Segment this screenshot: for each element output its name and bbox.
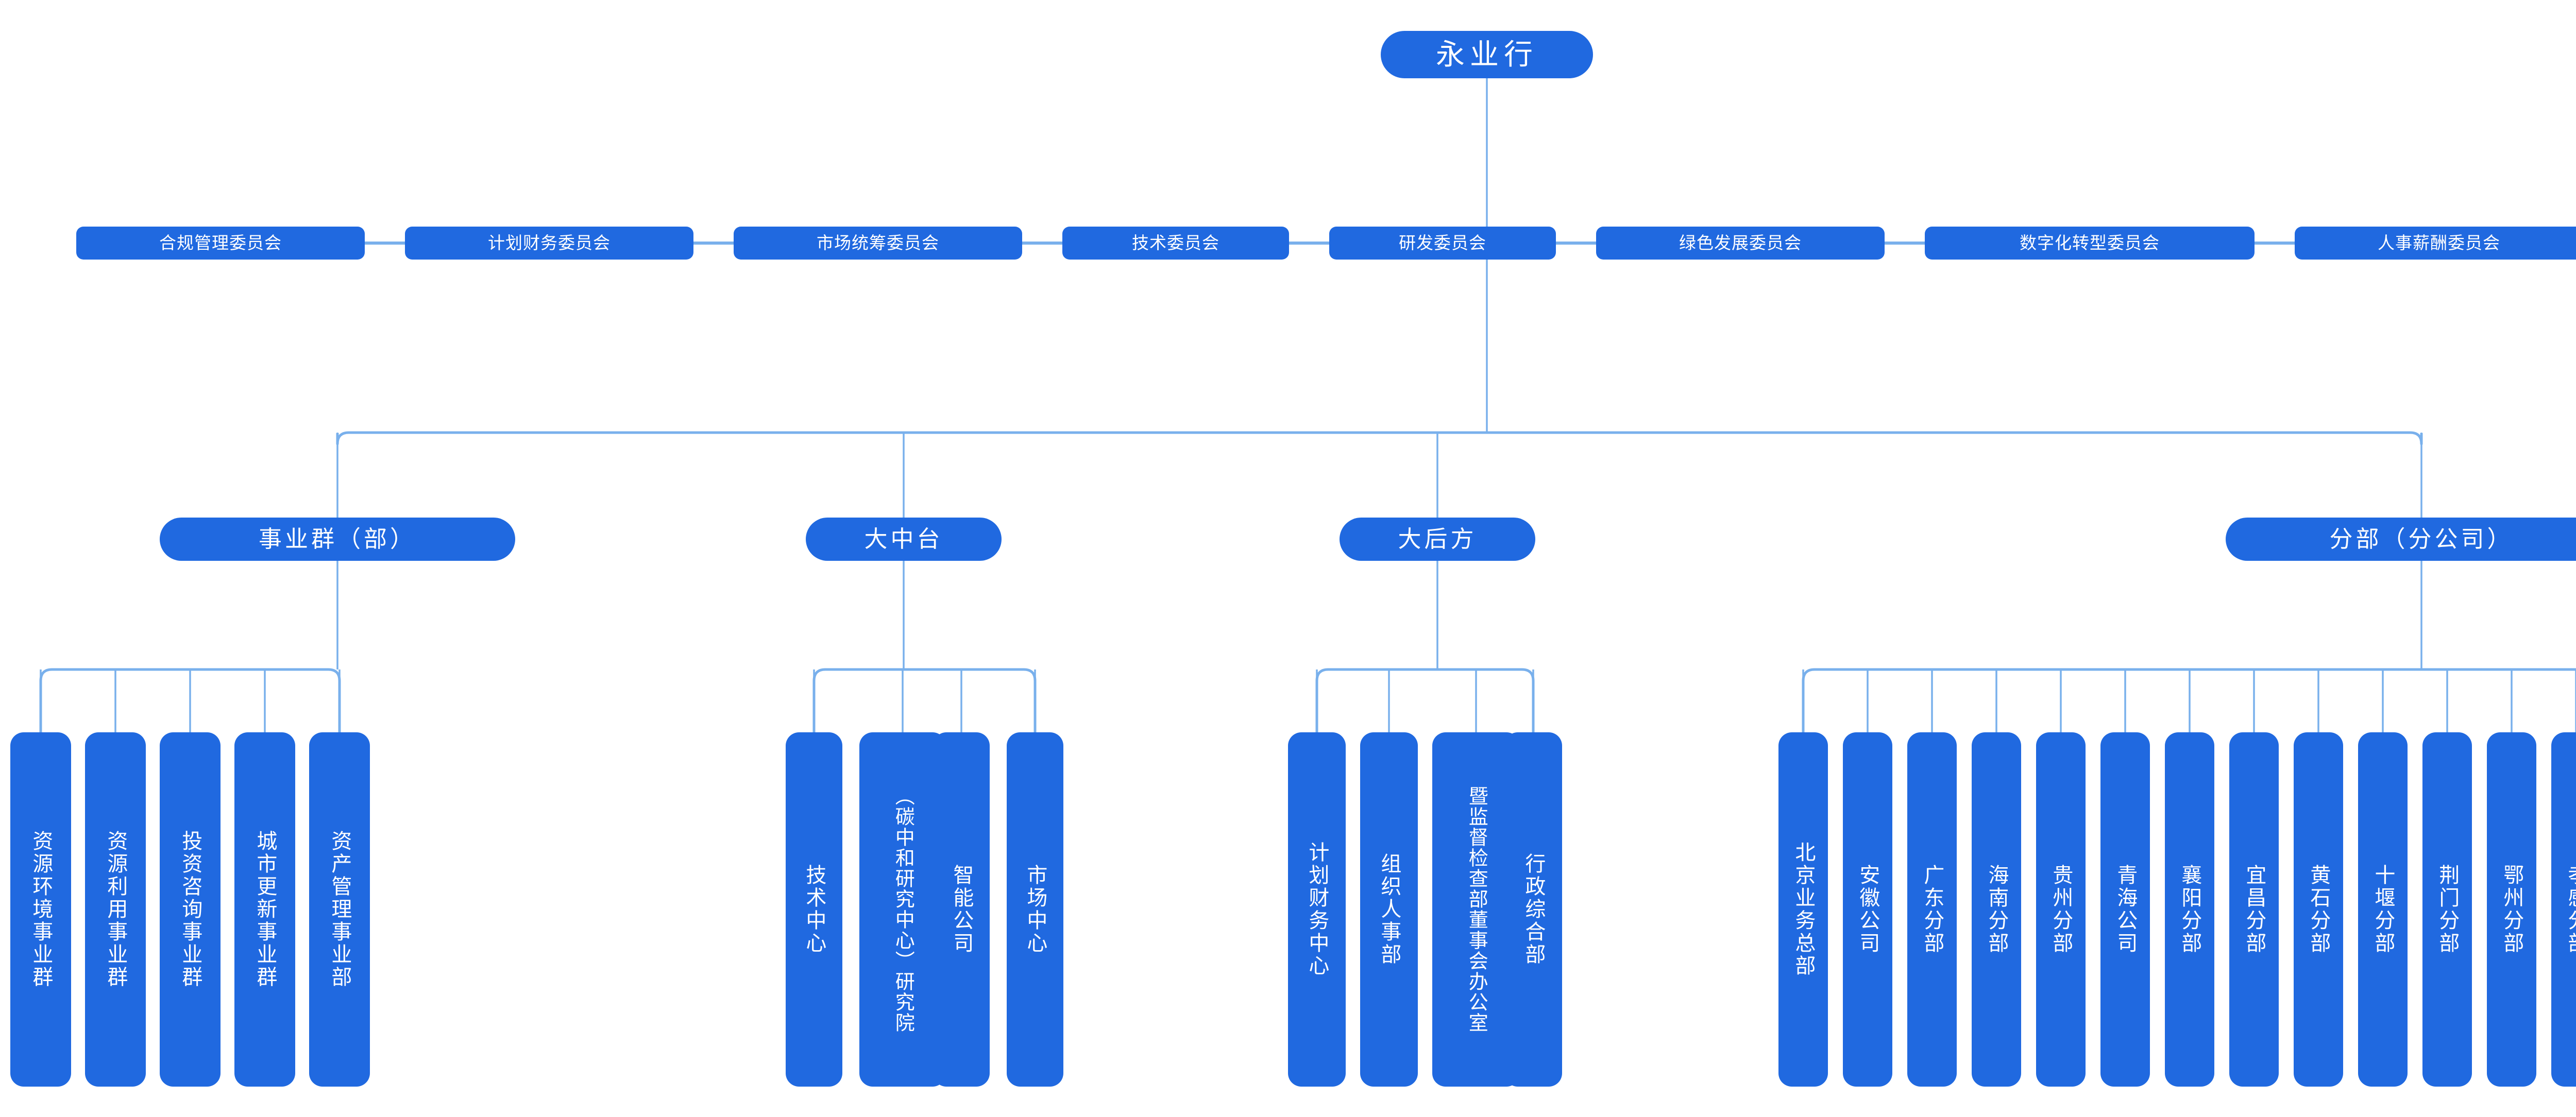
leaf-node-d2-1[interactable]: 技术中心 [786, 732, 842, 1087]
leaf-node-label: 资源利用事业群 [104, 830, 127, 989]
leaf-node-d1-3[interactable]: 投资咨询事业群 [160, 732, 221, 1087]
leaf-node-label-col-a: 董事会办公室 [1465, 909, 1487, 1033]
leaf-node-d4-8[interactable]: 宜昌分部 [2229, 732, 2279, 1087]
leaf-node-label: 荆门分部 [2436, 864, 2459, 955]
leaf-node-label: 海南分部 [1985, 864, 2008, 955]
leaf-node-d4-12[interactable]: 鄂州分部 [2487, 732, 2536, 1087]
leaf-node-d1-2[interactable]: 资源利用事业群 [85, 732, 146, 1087]
division-node-3[interactable]: 大后方 [1340, 518, 1535, 561]
leaf-node-label: 襄阳分部 [2178, 864, 2201, 955]
committee-node-label: 绿色发展委员会 [1679, 233, 1802, 252]
leaf-node-label: 十堰分部 [2371, 864, 2395, 955]
division-node-label: 分部（分公司） [2329, 525, 2514, 552]
leaf-node-d4-5[interactable]: 贵州分部 [2036, 732, 2086, 1087]
leaf-node-label: 投资咨询事业群 [179, 830, 202, 989]
leaf-node-label: 鄂州分部 [2500, 864, 2523, 955]
leaf-node-d4-11[interactable]: 荆门分部 [2422, 732, 2472, 1087]
committee-node-8[interactable]: 人事薪酬委员会 [2295, 227, 2576, 260]
leaf-node-d4-1[interactable]: 北京业务总部 [1778, 732, 1828, 1087]
leaf-node-d4-9[interactable]: 黄石分部 [2294, 732, 2343, 1087]
leaf-node-d4-13[interactable]: 孝感分部 [2551, 732, 2576, 1087]
leaf-node-d4-4[interactable]: 海南分部 [1972, 732, 2021, 1087]
division-node-label: 大后方 [1398, 525, 1477, 552]
leaf-node-label: 技术中心 [803, 864, 826, 955]
leaf-node-label: 安徽公司 [1856, 864, 1879, 955]
leaf-node-label: 广东分部 [1921, 864, 1944, 955]
committee-node-7[interactable]: 数字化转型委员会 [1925, 227, 2255, 260]
leaf-node-label: 贵州分部 [2049, 864, 2073, 955]
leaf-node-d3-1[interactable]: 计划财务中心 [1288, 732, 1346, 1087]
division-node-2[interactable]: 大中台 [806, 518, 1002, 561]
committee-node-label: 合规管理委员会 [159, 233, 282, 252]
committee-node-label: 技术委员会 [1132, 233, 1219, 252]
division-node-label: 大中台 [864, 525, 943, 552]
leaf-node-d4-10[interactable]: 十堰分部 [2358, 732, 2408, 1087]
leaf-node-d2-4[interactable]: 市场中心 [1007, 732, 1063, 1087]
leaf-node-label-col-a: 研究院 [892, 971, 914, 1033]
leaf-node-label: 宜昌分部 [2243, 864, 2266, 955]
committee-node-label: 计划财务委员会 [488, 233, 611, 252]
leaf-node-label: 市场中心 [1024, 864, 1047, 955]
leaf-node-label: 黄石分部 [2307, 864, 2330, 955]
division-node-label: 事业群（部） [258, 525, 416, 552]
root-node-yongyehang[interactable]: 永业行 [1381, 31, 1593, 78]
leaf-node-label: 北京业务总部 [1792, 841, 1815, 977]
leaf-node-label: 智能公司 [950, 864, 973, 955]
root-node-label: 永业行 [1436, 38, 1538, 71]
leaf-node-d2-2[interactable]: （碳中和研究中心）研究院 [859, 732, 946, 1087]
leaf-node-label-col-b: （碳中和研究中心） [892, 786, 914, 971]
leaf-node-d1-1[interactable]: 资源环境事业群 [10, 732, 71, 1087]
leaf-node-label: 计划财务中心 [1306, 841, 1329, 977]
division-node-1[interactable]: 事业群（部） [160, 518, 515, 561]
leaf-node-d4-7[interactable]: 襄阳分部 [2165, 732, 2214, 1087]
leaf-node-label: 孝感分部 [2565, 864, 2576, 955]
leaf-node-d1-5[interactable]: 资产管理事业部 [309, 732, 370, 1087]
committee-node-1[interactable]: 合规管理委员会 [76, 227, 365, 260]
leaf-node-d3-2[interactable]: 组织人事部 [1360, 732, 1418, 1087]
leaf-node-d4-2[interactable]: 安徽公司 [1843, 732, 1892, 1087]
leaf-node-d3-4[interactable]: 行政综合部 [1504, 732, 1562, 1087]
leaf-node-label-col-b: 暨监督检查部 [1465, 786, 1487, 909]
committee-node-6[interactable]: 绿色发展委员会 [1596, 227, 1885, 260]
committee-node-5[interactable]: 研发委员会 [1329, 227, 1556, 260]
leaf-node-label: 青海公司 [2114, 864, 2137, 955]
leaf-node-d2-3[interactable]: 智能公司 [933, 732, 990, 1087]
committee-node-label: 数字化转型委员会 [2020, 233, 2160, 252]
committee-node-3[interactable]: 市场统筹委员会 [734, 227, 1022, 260]
leaf-node-label: 资源环境事业群 [29, 830, 53, 989]
leaf-node-d4-6[interactable]: 青海公司 [2100, 732, 2150, 1087]
division-node-4[interactable]: 分部（分公司） [2226, 518, 2576, 561]
committee-node-label: 人事薪酬委员会 [2378, 233, 2500, 252]
leaf-node-label: 资产管理事业部 [328, 830, 351, 989]
leaf-node-label: 城市更新事业群 [253, 830, 277, 989]
committee-node-label: 研发委员会 [1399, 233, 1486, 252]
committee-node-2[interactable]: 计划财务委员会 [405, 227, 693, 260]
leaf-node-label: 行政综合部 [1522, 853, 1545, 966]
committee-node-4[interactable]: 技术委员会 [1062, 227, 1289, 260]
leaf-node-label: 组织人事部 [1378, 853, 1401, 966]
committee-node-label: 市场统筹委员会 [817, 233, 939, 252]
leaf-node-d4-3[interactable]: 广东分部 [1907, 732, 1957, 1087]
leaf-node-d1-4[interactable]: 城市更新事业群 [234, 732, 295, 1087]
